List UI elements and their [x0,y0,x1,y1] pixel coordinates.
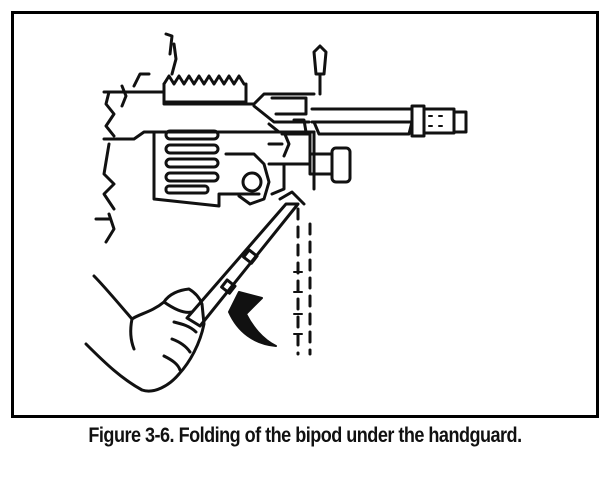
gas-block [280,118,352,191]
figure-caption: Figure 3-6. Folding of the bipod under t… [88,424,522,447]
reference-line [293,207,312,356]
carrying-handle [162,32,248,104]
lower-receiver [94,152,286,244]
figure-frame [11,11,599,418]
machine-gun-illustration [84,32,468,393]
fold-direction-arrow [228,291,277,347]
receiver [102,72,316,211]
front-sight [312,44,328,96]
hand-illustration [84,274,206,393]
bipod-leg [185,190,306,328]
receiver-slots [164,129,220,195]
barrel [310,104,468,138]
